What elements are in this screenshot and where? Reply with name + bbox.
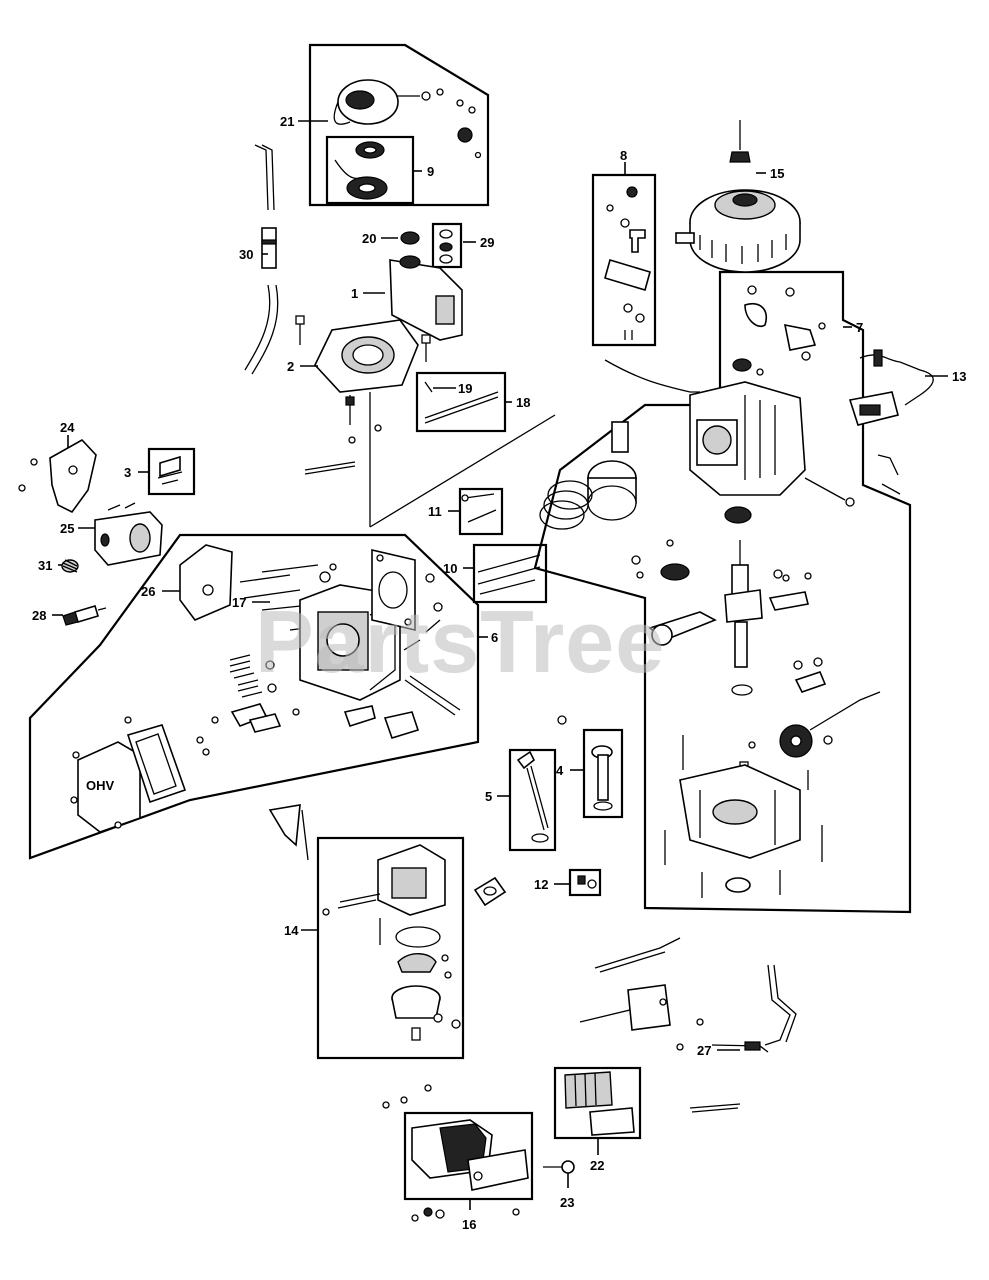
- callout-20: 20: [362, 231, 376, 246]
- governor-gear: [631, 539, 812, 611]
- callout-11: 11: [428, 504, 442, 519]
- breather-hose: [244, 144, 279, 375]
- nut-and-washer: [400, 229, 453, 264]
- head-gasket: [371, 548, 443, 632]
- callout-29: 29: [480, 235, 494, 250]
- camshaft: [739, 657, 881, 790]
- muffler-guard: [18, 438, 97, 514]
- callout-27: 27: [697, 1043, 711, 1058]
- starter-pawl-hardware: [456, 99, 482, 159]
- callout-7: 7: [856, 320, 863, 335]
- crankcase-cover: [664, 735, 823, 898]
- heat-shield: [179, 544, 233, 621]
- valve-cover: OHV: [70, 716, 141, 833]
- callout-19: 19: [458, 381, 472, 396]
- dipstick-tube-box: [582, 728, 624, 819]
- starter-pulley-box: [325, 135, 415, 205]
- valve-cover-mark: OHV: [86, 778, 115, 793]
- callout-28: 28: [32, 608, 46, 623]
- callout-17: 17: [232, 595, 246, 610]
- air-filter-group-box: [403, 1111, 534, 1201]
- crank-pin: [424, 381, 499, 424]
- callout-24: 24: [60, 420, 75, 435]
- spark-plug: [62, 605, 107, 626]
- carburetor-group-box: [316, 836, 465, 1060]
- dipstick: [516, 750, 549, 843]
- callout-14: 14: [284, 923, 299, 938]
- dipstick-tube: [557, 715, 613, 811]
- blower-housing: [314, 319, 419, 393]
- crankcase-group-box: [533, 270, 912, 914]
- starter-pulley: [334, 141, 388, 200]
- muffler: [94, 502, 163, 566]
- callout-25: 25: [60, 521, 74, 536]
- assembly-divider-line: [369, 414, 556, 528]
- cylinder-shroud: [389, 255, 463, 341]
- governor-bracket: [744, 285, 826, 361]
- dipstick-bolt: [577, 875, 597, 889]
- callout-4: 4: [556, 763, 564, 778]
- callout-9: 9: [427, 164, 434, 179]
- ignition-coil: [848, 349, 934, 495]
- nut-box: [431, 222, 463, 269]
- rocker-arms: [196, 675, 461, 756]
- callout-26: 26: [141, 584, 155, 599]
- callout-labels: 21 9 20 29 1 30 2 19 18 8 15 7 13 24 3 2…: [32, 114, 966, 1232]
- shroud-bolts: [295, 315, 431, 475]
- bolt-box: [568, 868, 602, 897]
- governor-linkage: [579, 937, 797, 1113]
- cylinder-head-group-box: [28, 533, 480, 860]
- flywheel: [689, 120, 801, 273]
- callout-31: 31: [38, 558, 52, 573]
- piston-and-rings: [539, 421, 637, 530]
- leader-lines: [52, 120, 948, 1210]
- callout-6: 6: [491, 630, 498, 645]
- callout-1: 1: [351, 286, 358, 301]
- carburetor: [268, 804, 507, 1041]
- callout-30: 30: [239, 247, 253, 262]
- callout-22: 22: [590, 1158, 604, 1173]
- air-filter-bolt: [543, 1160, 575, 1174]
- crankshaft: [648, 540, 763, 696]
- dipstick-box: [508, 748, 557, 852]
- recoil-starter-housing: [333, 79, 444, 125]
- ignition-module-group-box: [591, 173, 657, 347]
- push-rods: [461, 493, 541, 595]
- callout-23: 23: [560, 1195, 574, 1210]
- spark-arrestor-screen: [61, 559, 79, 573]
- watermark: PartsTree: [255, 592, 665, 691]
- callout-5: 5: [485, 789, 492, 804]
- callout-16: 16: [462, 1217, 476, 1232]
- callout-21: 21: [280, 114, 294, 129]
- callout-12: 12: [534, 877, 548, 892]
- valve-springs: [229, 619, 441, 698]
- crankcase-block: [689, 358, 855, 524]
- callout-8: 8: [620, 148, 627, 163]
- recoil-starter-group-box: [308, 43, 490, 207]
- air-cleaner-cover: [411, 1149, 529, 1222]
- ignition-module-parts: [604, 186, 700, 393]
- callout-18: 18: [516, 395, 530, 410]
- callout-3: 3: [124, 465, 131, 480]
- callout-10: 10: [443, 561, 457, 576]
- valve-kit: [157, 455, 183, 485]
- callout-13: 13: [952, 369, 966, 384]
- callout-15: 15: [770, 166, 784, 181]
- air-filter-element: [564, 1071, 635, 1136]
- rod-set-box: [472, 543, 548, 604]
- valve-cover-gasket: [126, 724, 187, 804]
- callout-2: 2: [287, 359, 294, 374]
